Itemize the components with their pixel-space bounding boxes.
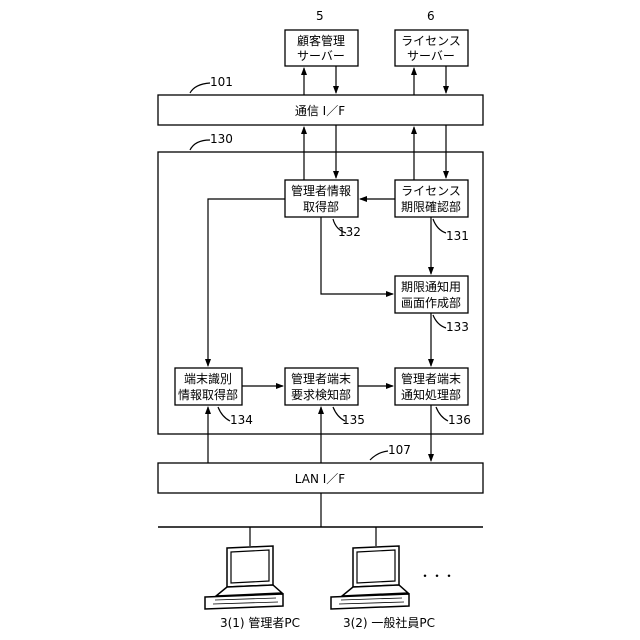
admin-info-line2: 取得部: [303, 199, 339, 214]
customer-server-line2: サーバー: [297, 49, 345, 63]
request-detect-ref: 135: [342, 413, 365, 427]
notify-process-ref: 136: [448, 413, 471, 427]
unit-130-ref: 130: [210, 132, 233, 146]
license-check-line2: 期限確認部: [401, 199, 461, 214]
laptop-icon: [205, 546, 283, 609]
lan-if-leader: [370, 451, 388, 460]
customer-server-ref: 5: [316, 9, 324, 23]
terminal-id-line1: 端末識別: [184, 372, 232, 386]
comm-if-leader: [190, 83, 210, 93]
terminal-id-ref: 134: [230, 413, 253, 427]
notify-process-line1: 管理者端末: [401, 371, 461, 386]
unit-130-leader: [190, 140, 210, 150]
laptop-icon: [331, 546, 409, 609]
license-server-line2: サーバー: [407, 49, 455, 63]
license-check-line1: ライセンス: [401, 184, 461, 198]
notify-process-line2: 通知処理部: [401, 387, 461, 402]
request-detect-line1: 管理者端末: [291, 371, 351, 386]
customer-server-line1: 顧客管理: [297, 33, 345, 48]
notice-screen-line1: 期限通知用: [401, 280, 461, 294]
notice-screen-ref: 133: [446, 320, 469, 334]
license-check-ref: 131: [446, 229, 469, 243]
pc1-label: 3(1) 管理者PC: [220, 615, 300, 630]
more-pcs-ellipsis: ・・・: [419, 569, 455, 583]
license-server-ref: 6: [427, 9, 435, 23]
lan-if-ref: 107: [388, 443, 411, 457]
terminal-id-line2: 情報取得部: [178, 387, 238, 402]
admin-info-ref: 132: [338, 225, 361, 239]
notice-screen-line2: 画面作成部: [401, 295, 461, 310]
comm-if-label: 通信 I／F: [295, 104, 345, 118]
comm-if-ref: 101: [210, 75, 233, 89]
pc2-label: 3(2) 一般社員PC: [343, 615, 435, 630]
request-detect-line2: 要求検知部: [291, 387, 351, 402]
license-server-line1: ライセンス: [401, 34, 461, 48]
lan-if-label: LAN I／F: [295, 472, 346, 486]
admin-info-line1: 管理者情報: [291, 183, 351, 198]
